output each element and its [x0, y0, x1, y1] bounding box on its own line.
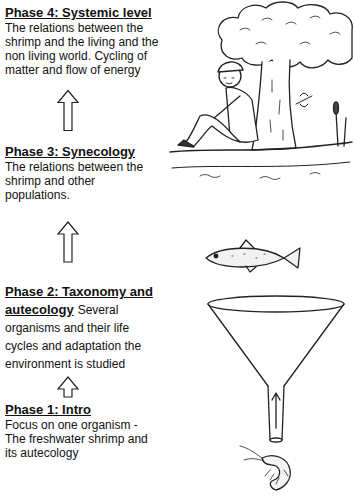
phase-description: Focus on one organism - The freshwater s…	[5, 418, 161, 460]
hollow-arrow	[58, 377, 78, 397]
ground-line	[170, 142, 352, 152]
man-legs	[186, 115, 240, 146]
man-hat	[218, 62, 243, 72]
tree-canopy	[218, 2, 352, 68]
shrimp-legs	[265, 470, 288, 484]
fish-body	[206, 248, 284, 267]
funnel-cone	[208, 304, 344, 386]
phase-block: Phase 4: Systemic levelThe relations bet…	[3, 4, 163, 78]
fish-eye	[214, 254, 218, 258]
hollow-arrow	[58, 91, 78, 131]
hollow-arrow	[58, 222, 78, 262]
fish-tail	[284, 248, 300, 268]
funnel-arrow	[272, 393, 280, 428]
phase-description: The relations between the shrimp and oth…	[5, 160, 161, 202]
tree-trunk	[252, 60, 296, 150]
man-arm	[214, 96, 240, 118]
funnel-tip	[270, 438, 282, 442]
dragonfly	[296, 93, 312, 107]
man-shoe	[178, 140, 194, 147]
shrimp-body	[262, 456, 290, 490]
man-face	[224, 78, 234, 84]
phase-block: Phase 2: Taxonomy and autecologySeveral …	[3, 281, 163, 373]
phase-heading: Phase 4: Systemic level	[5, 5, 161, 21]
funnel-rim	[208, 296, 344, 312]
phase-heading: Phase 1: Intro	[5, 402, 161, 418]
fish-fin	[240, 240, 256, 272]
funnel-spout	[268, 386, 284, 440]
phase-block: Phase 1: IntroFocus on one organism - Th…	[3, 401, 163, 461]
river-bank	[172, 162, 350, 168]
reed-head	[334, 102, 339, 114]
water-ripple	[200, 173, 320, 180]
reed	[336, 112, 346, 146]
trunk-bark	[270, 80, 283, 140]
shrimp-antennae	[240, 446, 264, 461]
tree-leaves	[240, 16, 340, 44]
fish-spots	[232, 254, 265, 258]
phase-block: Phase 3: SynecologyThe relations between…	[3, 143, 163, 203]
phase-heading: Phase 3: Synecology	[5, 144, 161, 160]
phase-description: The relations between the shrimp and the…	[5, 21, 161, 77]
